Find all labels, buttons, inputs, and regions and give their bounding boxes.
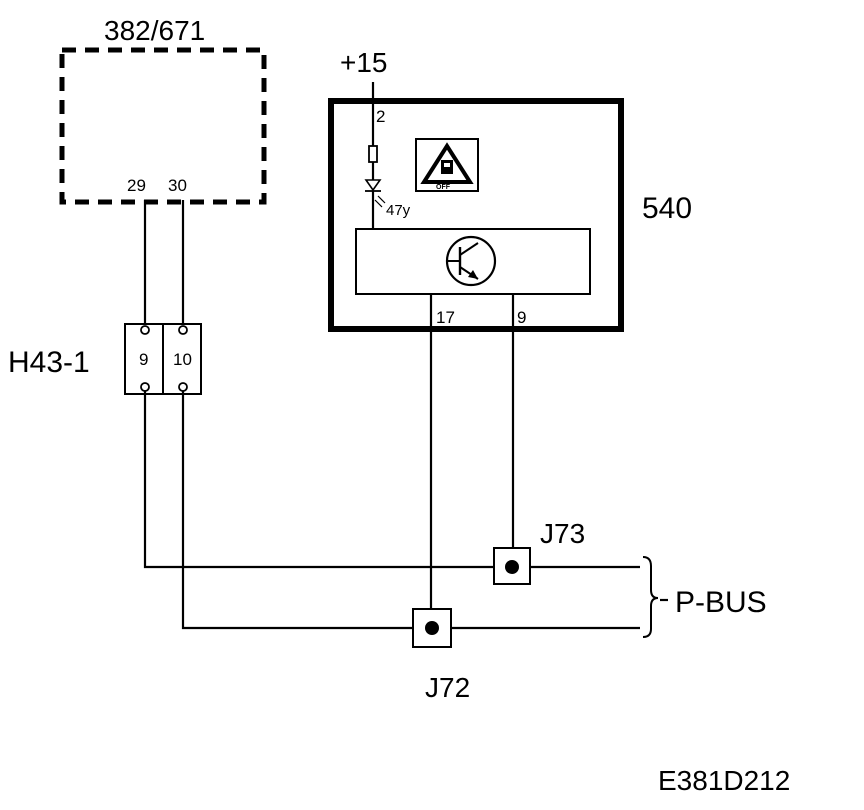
connector-pin-9: 9 (139, 350, 148, 369)
connector-h43-1: H43-1 9 10 (8, 323, 202, 395)
module-pin-17: 17 (436, 308, 455, 327)
bus-label: P-BUS (675, 586, 767, 619)
splice-j73-label: J73 (540, 518, 585, 549)
connector-pin-10: 10 (173, 350, 192, 369)
module-label: 540 (642, 192, 692, 225)
resistor-icon (368, 145, 378, 163)
splice-j73-dot (505, 560, 519, 574)
connector-terminal (178, 382, 188, 392)
wire-bus-line-upper (143, 391, 640, 569)
module-pin-2: 2 (376, 107, 385, 126)
wire-bus-line-lower (181, 391, 640, 630)
led-label: 47y (386, 202, 411, 219)
ecu-dashed-outline (59, 47, 267, 205)
ecu-pin-30: 30 (168, 176, 187, 195)
splice-j72-dot (425, 621, 439, 635)
npn-transistor-icon (445, 235, 497, 287)
splice-j73-box (493, 547, 531, 585)
module-pin-9: 9 (517, 308, 526, 327)
ecu-pin-29: 29 (127, 176, 146, 195)
indicator-text: OFF (436, 184, 451, 191)
splice-j73: J73 (493, 518, 585, 585)
driver-block (355, 228, 591, 295)
splice-j72-label: J72 (425, 672, 470, 703)
ecu-382-671: 382/671 29 30 (59, 15, 267, 205)
module-540: 540 2 47y OFF (328, 98, 692, 332)
connector-terminal (140, 325, 150, 335)
connector-terminal (140, 382, 150, 392)
warning-triangle-icon: OFF (415, 138, 479, 192)
splice-j72: J72 (412, 608, 470, 703)
bus-brace: P-BUS (642, 556, 767, 638)
connector-terminal (178, 325, 188, 335)
connector-label: H43-1 (8, 346, 90, 379)
led-icon (364, 179, 386, 208)
module-outline (328, 98, 624, 332)
figure-id: E381D212 (658, 765, 790, 796)
supply-label: +15 (340, 47, 388, 78)
ecu-label: 382/671 (104, 15, 205, 46)
